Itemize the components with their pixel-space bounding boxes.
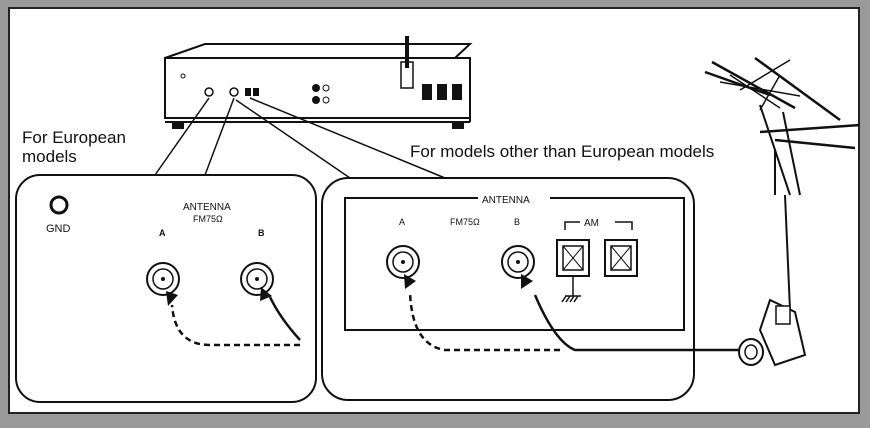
eu-jack-b-label: B	[258, 228, 265, 238]
fm-antenna	[704, 56, 861, 311]
other-panel: ANTENNA FM75Ω A B AM	[321, 177, 745, 401]
other-cable-b	[533, 294, 745, 352]
eu-arrow-a	[166, 291, 178, 306]
tuner-unit	[164, 36, 473, 129]
other-arrow-a	[404, 274, 416, 289]
other-models-caption: For models other than European models	[410, 142, 714, 161]
callout-lines	[154, 97, 446, 179]
other-arrow-b	[521, 274, 533, 289]
eu-gnd-label: GND	[46, 223, 71, 235]
eu-cable-a-dashed	[170, 304, 300, 347]
other-jack-a	[386, 245, 420, 279]
am-terminal-2	[604, 239, 638, 277]
eu-jack-b	[240, 262, 274, 296]
european-panel: GND ANTENNA FM75Ω A B	[15, 174, 317, 403]
eu-arrow-b	[260, 287, 272, 301]
other-cable-a-dashed	[408, 291, 560, 352]
european-caption-line1: For European	[22, 128, 126, 147]
other-jack-b	[501, 245, 535, 279]
eu-antenna-label: ANTENNA	[183, 202, 231, 213]
other-antenna-label: ANTENNA	[482, 195, 530, 206]
european-caption-line2: models	[22, 147, 77, 166]
gnd-terminal	[49, 195, 69, 215]
antenna-adapter	[738, 298, 807, 367]
other-fm-label: FM75Ω	[450, 217, 480, 227]
eu-jack-a-label: A	[159, 228, 166, 238]
eu-cable-b	[268, 296, 301, 341]
eu-jack-a	[146, 262, 180, 296]
am-label: AM	[584, 218, 599, 229]
other-jack-a-label: A	[399, 217, 405, 227]
other-jack-b-label: B	[514, 217, 520, 227]
ground-symbol	[561, 276, 581, 303]
eu-fm-label: FM75Ω	[193, 214, 223, 224]
